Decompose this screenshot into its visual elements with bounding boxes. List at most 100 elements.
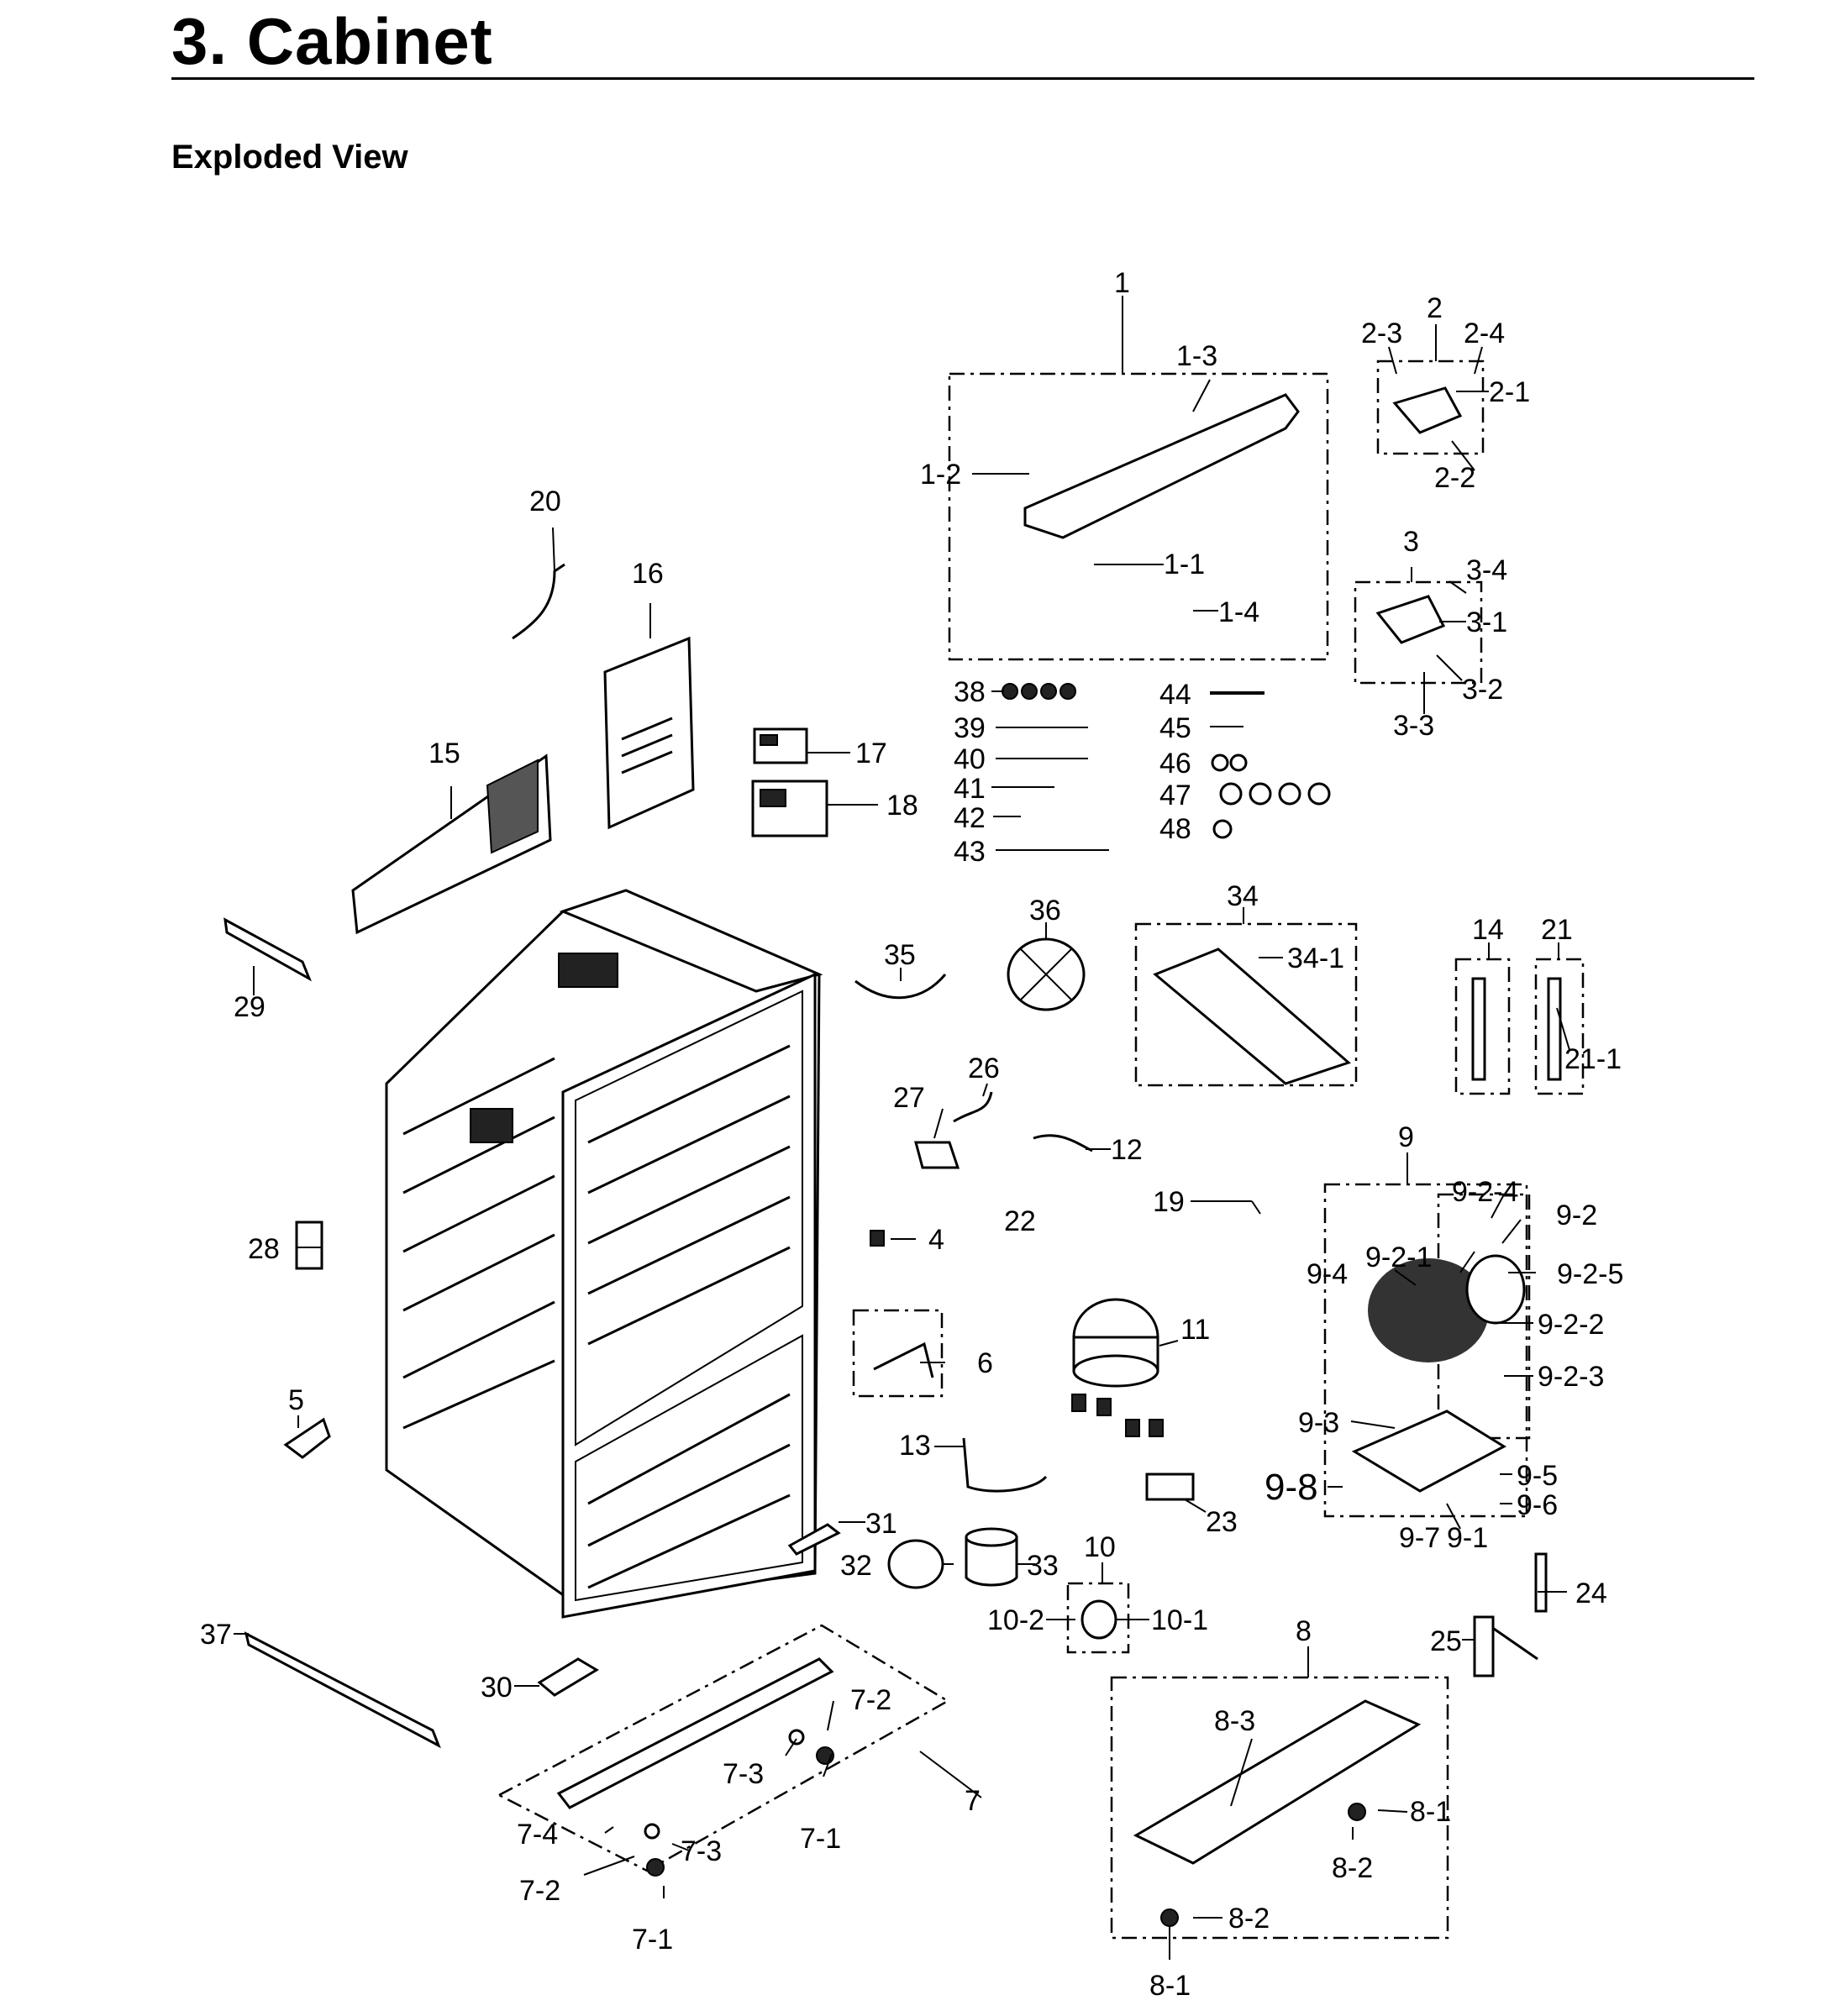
part-2-1-hinge bbox=[1392, 386, 1463, 434]
callout-10: 10 bbox=[1084, 1531, 1116, 1563]
callout-8-2a: 8-2 bbox=[1332, 1852, 1373, 1884]
callout-9-7: 9-7 bbox=[1399, 1522, 1440, 1554]
group-box-10 bbox=[1066, 1582, 1130, 1654]
callout-9-2: 9-2 bbox=[1556, 1200, 1597, 1231]
part-29-bracket bbox=[223, 917, 312, 982]
part-32-part bbox=[887, 1539, 944, 1589]
callout-9-4: 9-4 bbox=[1307, 1258, 1348, 1290]
callout-43: 43 bbox=[954, 836, 986, 868]
group-box-9 bbox=[1323, 1183, 1528, 1518]
callout-6: 6 bbox=[977, 1347, 993, 1379]
part-20-cord bbox=[512, 563, 565, 640]
callout-labels: 1 1-1 1-2 1-3 1-4 2 2-1 2-2 2-3 2-4 3 3-… bbox=[200, 267, 1623, 2002]
part-34-duct bbox=[1153, 948, 1351, 1085]
callout-9-2-1: 9-2-1 bbox=[1365, 1242, 1432, 1273]
callout-3: 3 bbox=[1403, 526, 1419, 558]
callout-35: 35 bbox=[884, 939, 916, 971]
group-box-7 bbox=[497, 1624, 950, 1872]
callout-7-2a: 7-2 bbox=[850, 1684, 891, 1716]
callout-24: 24 bbox=[1575, 1578, 1607, 1609]
callout-7-1b: 7-1 bbox=[632, 1924, 673, 1956]
part-28-part bbox=[295, 1221, 323, 1270]
group-box-3 bbox=[1354, 580, 1483, 685]
callout-9: 9 bbox=[1398, 1121, 1414, 1153]
callout-10-2: 10-2 bbox=[987, 1604, 1044, 1636]
callout-3-4: 3-4 bbox=[1466, 554, 1507, 586]
callout-42: 42 bbox=[954, 802, 986, 834]
group-box-8 bbox=[1110, 1676, 1449, 1940]
part-14-part bbox=[1471, 977, 1486, 1081]
callout-8: 8 bbox=[1296, 1615, 1312, 1647]
part-7-frame bbox=[556, 1657, 834, 1809]
callout-9-6: 9-6 bbox=[1517, 1489, 1558, 1521]
part-5-hinge bbox=[283, 1417, 331, 1459]
parts bbox=[223, 386, 1562, 1927]
callout-7-3a: 7-3 bbox=[723, 1758, 764, 1790]
callout-37: 37 bbox=[200, 1619, 232, 1651]
group-box-6 bbox=[852, 1309, 944, 1398]
callout-9-2-4: 9-2-4 bbox=[1452, 1176, 1518, 1208]
callout-13: 13 bbox=[899, 1430, 931, 1462]
callout-8-2b: 8-2 bbox=[1228, 1903, 1270, 1935]
callout-48: 48 bbox=[1159, 813, 1191, 845]
callout-39: 39 bbox=[954, 712, 986, 744]
callout-15: 15 bbox=[429, 738, 460, 769]
callout-47: 47 bbox=[1159, 780, 1191, 811]
part-21-part bbox=[1547, 977, 1562, 1081]
callout-44: 44 bbox=[1159, 679, 1191, 711]
callout-27: 27 bbox=[893, 1082, 925, 1114]
page-subtitle: Exploded View bbox=[171, 139, 408, 176]
callout-9-3: 9-3 bbox=[1298, 1407, 1339, 1439]
callout-20: 20 bbox=[529, 486, 561, 517]
part-35-tube bbox=[854, 974, 947, 1000]
callout-21-1: 21-1 bbox=[1564, 1043, 1622, 1075]
part-27-part bbox=[914, 1141, 960, 1169]
callout-12: 12 bbox=[1111, 1134, 1143, 1166]
callout-33: 33 bbox=[1027, 1550, 1059, 1582]
part-9-1-base bbox=[1351, 1410, 1507, 1493]
callout-41: 41 bbox=[954, 773, 986, 805]
callout-30: 30 bbox=[481, 1672, 513, 1704]
callout-1-1: 1-1 bbox=[1164, 549, 1205, 580]
callout-38: 38 bbox=[954, 676, 986, 708]
part-24-part bbox=[1534, 1552, 1548, 1613]
callout-11: 11 bbox=[1180, 1314, 1210, 1346]
callout-9-2-3: 9-2-3 bbox=[1538, 1361, 1604, 1393]
page-title: 3. Cabinet bbox=[171, 4, 493, 78]
callout-9-1: 9-1 bbox=[1447, 1522, 1488, 1554]
callout-2-4: 2-4 bbox=[1464, 318, 1505, 349]
callout-7-2b: 7-2 bbox=[519, 1875, 560, 1907]
callout-46: 46 bbox=[1159, 748, 1191, 780]
callout-2-3: 2-3 bbox=[1361, 318, 1402, 349]
callout-8-1a: 8-1 bbox=[1410, 1796, 1451, 1828]
callout-32: 32 bbox=[840, 1550, 872, 1582]
callout-7: 7 bbox=[965, 1785, 981, 1817]
part-6-bracket bbox=[873, 1341, 934, 1378]
part-1-3-bracket bbox=[1023, 393, 1300, 539]
callout-7-1a: 7-1 bbox=[800, 1823, 841, 1855]
callout-7-3b: 7-3 bbox=[681, 1835, 722, 1867]
callout-45: 45 bbox=[1159, 712, 1191, 744]
callout-2-1: 2-1 bbox=[1489, 376, 1530, 408]
callout-4: 4 bbox=[928, 1224, 944, 1256]
title-rule bbox=[171, 77, 1754, 80]
callout-1-3: 1-3 bbox=[1176, 340, 1217, 372]
part-10-1-fan bbox=[1080, 1599, 1117, 1640]
group-box-1 bbox=[948, 372, 1329, 661]
callout-17: 17 bbox=[855, 738, 887, 769]
callout-25: 25 bbox=[1430, 1625, 1462, 1657]
screw-rows bbox=[991, 683, 1331, 851]
part-23-part bbox=[1145, 1473, 1195, 1501]
part-37-strip bbox=[244, 1631, 441, 1749]
callout-34-1: 34-1 bbox=[1287, 942, 1344, 974]
callout-1-4: 1-4 bbox=[1218, 596, 1259, 628]
callout-40: 40 bbox=[954, 743, 986, 775]
part-8-3-plate bbox=[1133, 1699, 1422, 1865]
part-12-wire bbox=[1033, 1134, 1093, 1152]
part-4-part bbox=[870, 1230, 885, 1247]
leader-lines bbox=[234, 296, 1570, 1960]
callout-16: 16 bbox=[632, 558, 664, 590]
callout-1-2: 1-2 bbox=[920, 459, 961, 491]
callout-36: 36 bbox=[1029, 895, 1061, 927]
